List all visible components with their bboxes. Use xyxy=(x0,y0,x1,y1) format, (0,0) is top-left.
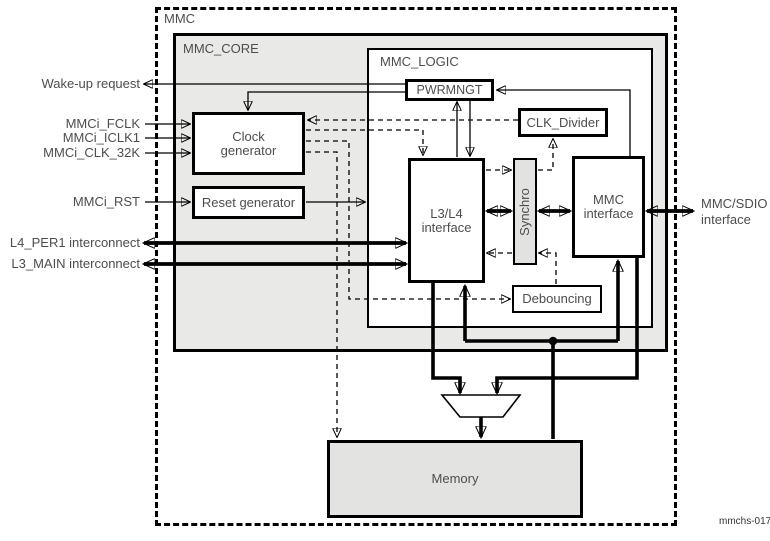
memory-block: Memory xyxy=(327,440,583,518)
pwrmngt-block: PWRMNGT xyxy=(405,79,494,101)
signal-label-mmci-iclk1: MMCi_ICLK1 xyxy=(62,130,140,145)
l3l4-interface-label: L3/L4 interface xyxy=(421,205,472,235)
signal-label-wake-up-request: Wake-up request xyxy=(41,76,140,91)
mmc-core-label: MMC_CORE xyxy=(183,41,259,56)
signal-label-mmci-fclk: MMCi_FCLK xyxy=(65,116,140,131)
debouncing-block: Debouncing xyxy=(512,285,602,313)
clock-generator-label: Clock generator xyxy=(220,128,277,158)
mmc-interface-block: MMC interface xyxy=(572,156,645,258)
signal-label-l3-main-interconnect: L3_MAIN interconnect xyxy=(11,256,140,271)
debouncing-label: Debouncing xyxy=(522,291,592,306)
pwrmngt-label: PWRMNGT xyxy=(416,83,483,97)
mmc-container-label: MMC xyxy=(164,11,196,26)
figure-id-label: mmchs-017 xyxy=(719,516,770,527)
mmc-logic-label: MMC_LOGIC xyxy=(380,54,459,69)
clk-divider-label: CLK_Divider xyxy=(526,114,600,130)
synchro-block: Synchro xyxy=(513,158,537,265)
l3l4-interface-block: L3/L4 interface xyxy=(408,158,485,283)
mmc-container-box xyxy=(155,7,677,526)
reset-generator-block: Reset generator xyxy=(192,186,305,219)
memory-label: Memory xyxy=(431,471,479,486)
clk-divider-block: CLK_Divider xyxy=(518,108,608,137)
synchro-label: Synchro xyxy=(517,187,533,236)
signal-label-mmci-rst: MMCi_RST xyxy=(72,194,140,209)
mmc-interface-label: MMC interface xyxy=(583,192,634,221)
signal-label-mmci-clk-32k: MMCi_CLK_32K xyxy=(43,145,140,160)
signal-label-mmc-sdio-interface: MMC/SDIO interface xyxy=(701,196,768,227)
signal-label-l4-per1-interconnect: L4_PER1 interconnect xyxy=(9,235,140,250)
reset-generator-label: Reset generator xyxy=(201,194,296,210)
clock-generator-block: Clock generator xyxy=(192,112,305,175)
